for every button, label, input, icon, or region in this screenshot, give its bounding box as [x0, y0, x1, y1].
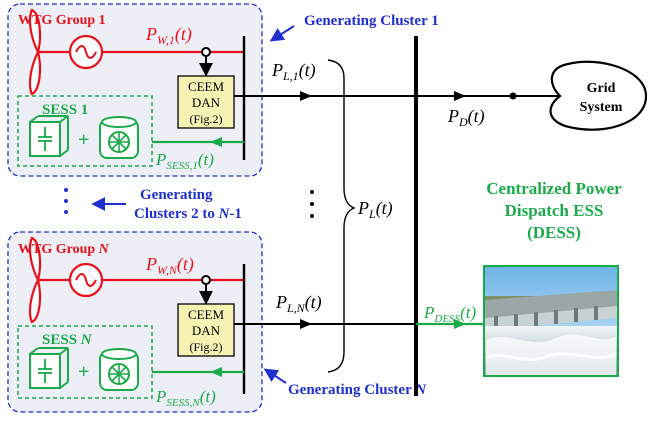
clusters-2-to-n-label-line2: Clusters 2 to N-1 [134, 206, 242, 222]
grid-connection: PD(t) Grid System [416, 60, 648, 131]
ceemdan-box-n [177, 303, 235, 357]
sess-n-plus: + [78, 361, 89, 383]
dess-label-line1: Centralized Power [486, 179, 622, 198]
psessn-label: PSESS,N(t) [155, 387, 216, 409]
dess: Centralized Power Dispatch ESS (DESS) PD… [416, 179, 622, 377]
pumped-hydro-dam-image [483, 265, 619, 377]
supercapacitor-icon [29, 347, 69, 389]
pl1-label: PL,1(t) [271, 60, 316, 83]
grid-label-line2: System [580, 100, 623, 115]
pw1-label: PW,1(t) [145, 24, 192, 47]
sess-n-box [17, 325, 153, 399]
ceemdan-box-1 [177, 75, 235, 129]
ceemdan-n-line3: (Fig.2) [190, 340, 223, 354]
tap-node-icon [201, 275, 211, 285]
supercapacitor-icon [29, 115, 69, 157]
generating-cluster-1-label: Generating Cluster 1 [304, 13, 439, 29]
grid-system-cloud [549, 60, 648, 131]
ceemdan-1-line1: CEEM [188, 79, 225, 94]
ceemdan-n-line1: CEEM [188, 307, 225, 322]
summation-brace [327, 59, 356, 373]
generator-icon [68, 262, 104, 298]
ceemdan-1-line3: (Fig.2) [190, 112, 223, 126]
tap-node-icon [201, 47, 211, 57]
flywheel-icon [99, 116, 139, 159]
grid-label-line1: Grid [587, 81, 616, 96]
wind-turbine-icon [28, 8, 70, 96]
cluster-flows: PL,1(t) PL,N(t) PL(t) [244, 59, 416, 373]
pd-label: PD(t) [447, 106, 485, 129]
wind-turbine-icon [28, 236, 70, 324]
dess-label-line2: Dispatch ESS [505, 201, 604, 220]
sess-1-box [17, 95, 153, 167]
pwn-label: PW,N(t) [145, 254, 194, 277]
flywheel-icon [99, 348, 139, 391]
pdess-label: PDESS(t) [423, 303, 476, 325]
sess-1-plus: + [78, 129, 89, 151]
generating-cluster-n-label: Generating Cluster N [288, 382, 427, 398]
generating-cluster-1: WTG Group 1 PW,1(t) CEEM DAN (Fig.2) SES… [7, 3, 439, 177]
dess-label-line3: (DESS) [527, 223, 581, 242]
wtg-group-n-label: WTG Group N [18, 242, 110, 257]
ceemdan-1-line2: DAN [192, 95, 221, 110]
generator-icon [68, 34, 104, 70]
sess-1-label: SESS 1 [42, 102, 88, 118]
wtg-group-1-label: WTG Group 1 [18, 13, 106, 28]
clusters-2-to-n-label-line1: Generating [140, 187, 213, 203]
intermediate-clusters: Generating Clusters 2 to N-1 [64, 187, 314, 222]
pln-label: PL,N(t) [275, 292, 322, 315]
generating-cluster-n: WTG Group N PW,N(t) CEEM DAN (Fig.2) SES… [7, 231, 427, 413]
sess-n-label: SESS N [42, 332, 93, 348]
pl-label: PL(t) [357, 198, 393, 221]
psess1-label: PSESS,1(t) [155, 150, 214, 172]
ceemdan-n-line2: DAN [192, 323, 221, 338]
